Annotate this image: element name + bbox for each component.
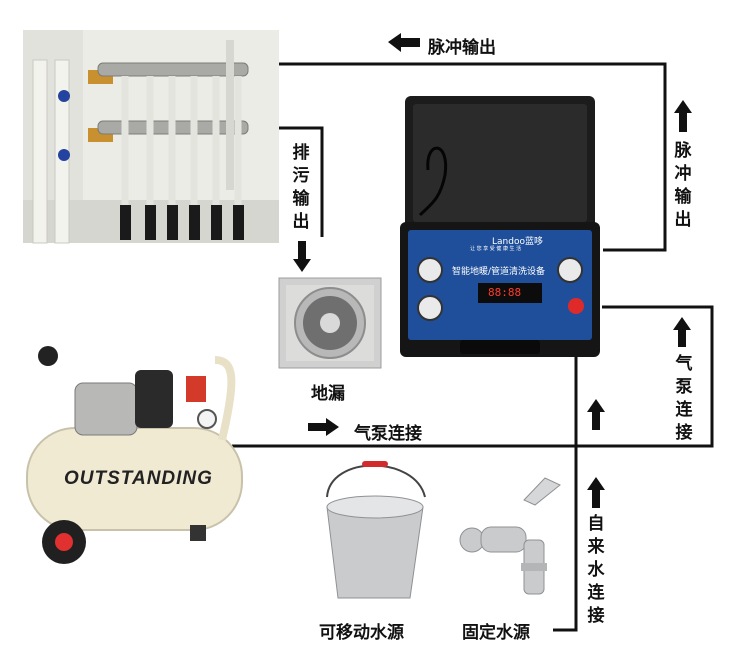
drain-output-label: 排污输出	[292, 143, 310, 232]
arrow-icons	[293, 33, 692, 508]
pulse-output-label-side: 脉冲输出	[674, 141, 692, 230]
air-compressor-image	[26, 346, 243, 564]
water-supply-line	[553, 357, 578, 632]
air-pump-connect-label-bottom: 气泵连接	[354, 424, 422, 444]
arrow-left-icon	[388, 33, 420, 52]
cleaning-machine-image	[400, 96, 600, 357]
air-pump-line	[232, 305, 714, 448]
fixed-water-label: 固定水源	[462, 623, 530, 643]
machine-brand: Landoo蓝哆	[492, 237, 543, 247]
arrow-right-icon	[308, 418, 339, 436]
arrow-up-icon	[587, 399, 605, 430]
air-pump-connect-label-side: 气泵连接	[675, 354, 693, 443]
portable-water-label: 可移动水源	[319, 623, 404, 643]
floor-drain-image	[278, 277, 382, 369]
pulse-output-label-top: 脉冲输出	[428, 38, 496, 58]
arrow-down-icon	[293, 241, 311, 272]
arrow-up-icon	[587, 477, 605, 508]
pulse-output-line	[250, 62, 667, 252]
machine-display: 88:88	[488, 286, 522, 299]
arrow-up-icon	[673, 317, 691, 347]
bucket-image	[326, 461, 426, 599]
water-connect-label: 自来水连接	[587, 514, 605, 626]
machine-panel-title: 智能地暖/管道清洗设备	[452, 267, 546, 277]
floor-drain-label: 地漏	[311, 384, 345, 404]
machine-slogan: 让 您 享 受 健 康 生 活	[470, 246, 522, 252]
manifold-photo	[23, 30, 279, 244]
faucet-image	[459, 477, 561, 595]
compressor-brand: OUTSTANDING	[64, 468, 213, 489]
arrow-up-icon	[674, 100, 692, 132]
